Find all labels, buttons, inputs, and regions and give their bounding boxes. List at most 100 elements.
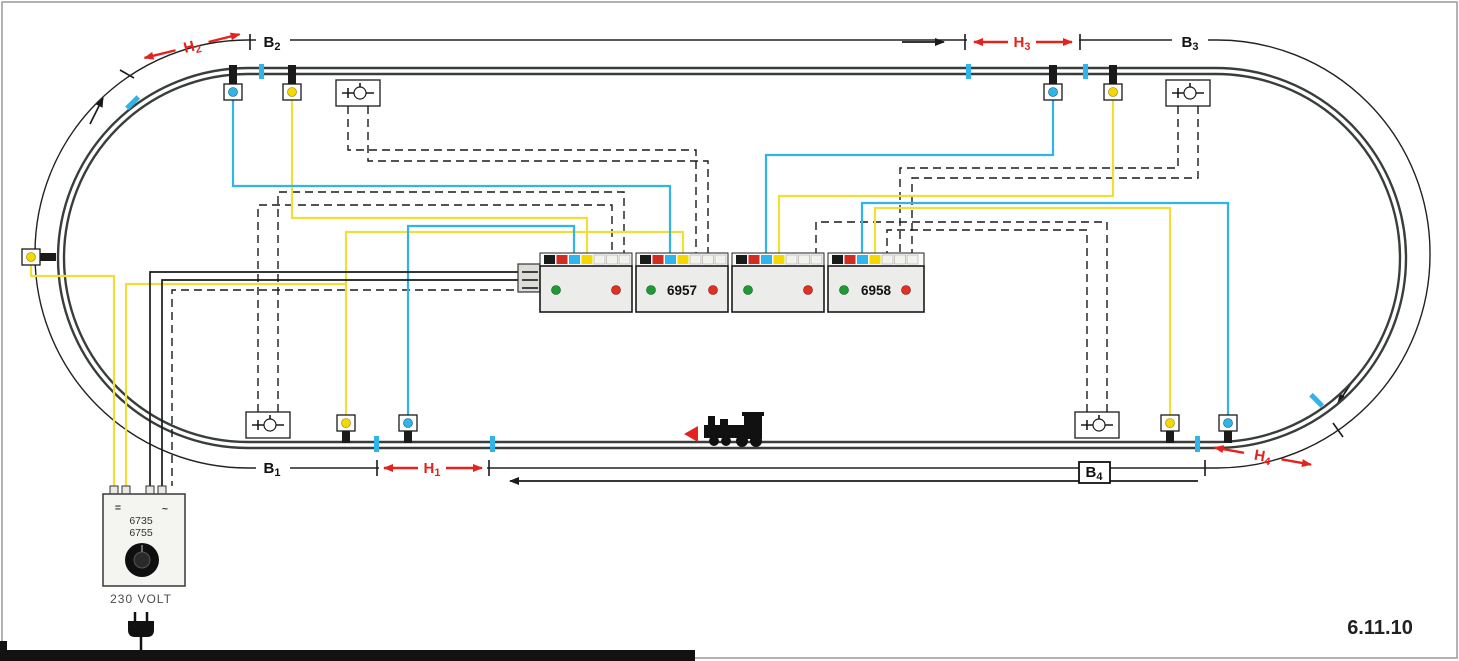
yellow-wire xyxy=(124,282,346,486)
contact-yellow-top-left xyxy=(282,65,302,101)
red-indicator xyxy=(803,285,813,295)
block-label-b2: B2 xyxy=(264,34,281,53)
stop-label-h3: H3 xyxy=(967,34,1079,53)
insulated-joints xyxy=(125,64,1325,452)
wires-dashed xyxy=(171,106,1199,486)
contact-blue-top-right xyxy=(1043,65,1063,101)
locomotive-icon xyxy=(684,412,764,447)
red-indicator xyxy=(611,285,621,295)
scan-edge-artifact xyxy=(0,650,695,661)
insulated-joint xyxy=(966,64,971,79)
direction-arrow-left-curve xyxy=(89,97,104,125)
stop-label-h2: H2 xyxy=(143,32,241,60)
dashed-cable xyxy=(886,229,1088,412)
dashed-cable xyxy=(257,204,613,412)
insulated-joint xyxy=(374,436,379,452)
section-tick xyxy=(119,69,135,79)
relay-box-bottom-right xyxy=(1074,411,1120,439)
contact-yellow-bottom-left xyxy=(336,414,356,443)
relay-box-bottom-left xyxy=(245,411,291,439)
signal-module-3 xyxy=(731,252,825,313)
black-feed-wire xyxy=(161,279,518,486)
relay-boxes xyxy=(245,79,1211,439)
section-tick xyxy=(1332,422,1344,438)
red-indicator xyxy=(708,285,718,295)
block-label-b1: B1 xyxy=(264,460,281,479)
contact-yellow-top-right xyxy=(1103,65,1123,101)
insulated-joint xyxy=(1083,64,1088,79)
scan-edge-corner xyxy=(0,641,7,661)
dashed-cable xyxy=(899,106,1179,253)
dashed-cable xyxy=(347,106,697,253)
block-label-b4: B4 xyxy=(1086,464,1104,483)
transformer-model-1: 6735 xyxy=(129,515,153,527)
relay-box-top-left xyxy=(335,79,381,107)
svg-text:H4: H4 xyxy=(1252,447,1273,469)
insulated-joint xyxy=(490,436,495,452)
transformer-terminal xyxy=(145,485,155,495)
svg-text:H2: H2 xyxy=(182,36,203,59)
transformer-terminal xyxy=(121,485,131,495)
block-label-b4-box xyxy=(1078,461,1111,484)
dashed-cable xyxy=(367,106,709,253)
stop-label-h4: H4 xyxy=(1213,445,1312,469)
green-indicator xyxy=(551,285,561,295)
yellow-wire xyxy=(29,265,116,486)
green-indicator xyxy=(839,285,849,295)
block-label-b3: B3 xyxy=(1182,34,1199,53)
transformer: = ~ 6735 6755 230 VOLT xyxy=(102,485,186,606)
terminal-strip xyxy=(640,254,727,265)
contact-yellow-left-curve xyxy=(21,248,56,266)
terminal-strip xyxy=(832,254,919,265)
yellow-wire xyxy=(873,206,1172,415)
contact-blue-top-left xyxy=(223,65,243,101)
figure-number: 6.11.10 xyxy=(1347,617,1413,639)
wires-black xyxy=(149,271,518,486)
dashed-cable xyxy=(911,106,1199,253)
yellow-wire xyxy=(290,100,589,253)
insulated-joint xyxy=(259,64,264,79)
yellow-wire xyxy=(777,100,1115,253)
module-number-6958: 6958 xyxy=(861,283,892,298)
ac-symbol: ~ xyxy=(162,503,168,515)
track-oval xyxy=(56,66,1408,450)
contact-blue-bottom-left xyxy=(398,414,418,443)
insulated-joint xyxy=(1195,436,1200,452)
relay-box-top-right xyxy=(1165,79,1211,107)
svg-text:H3: H3 xyxy=(1014,34,1031,53)
green-indicator xyxy=(743,285,753,295)
blue-wire xyxy=(231,100,672,253)
blue-wire xyxy=(406,224,576,415)
svg-text:H1: H1 xyxy=(424,460,441,479)
train-direction-arrow xyxy=(684,426,698,442)
yellow-wire xyxy=(344,230,685,415)
signal-module-6958: 6958 xyxy=(827,252,925,313)
power-plug-icon xyxy=(128,612,154,650)
signal-module-6957: 6957 xyxy=(635,252,729,313)
stop-label-h1: H1 xyxy=(379,460,487,479)
module-number-6957: 6957 xyxy=(667,283,697,298)
mains-voltage-label: 230 VOLT xyxy=(110,592,172,606)
dashed-cable xyxy=(277,191,625,412)
contact-yellow-bottom-right xyxy=(1160,414,1180,443)
insulated-joint xyxy=(125,95,141,111)
signal-modules: 6957 6958 xyxy=(517,252,925,313)
red-indicator xyxy=(901,285,911,295)
insulated-joint xyxy=(1309,392,1325,408)
wires-blue xyxy=(231,100,1230,415)
dashed-cable xyxy=(171,289,540,486)
blue-wire xyxy=(860,201,1230,415)
block-labels: B2 B3 B1 B4 xyxy=(256,34,1208,484)
stop-labels: H1 H2 H3 H4 xyxy=(143,32,1312,479)
transformer-terminal xyxy=(157,485,167,495)
contact-blue-bottom-right xyxy=(1218,414,1238,443)
track-contacts xyxy=(21,65,1238,443)
terminal-strip xyxy=(736,254,823,265)
feed-connector xyxy=(517,263,541,293)
blue-wire xyxy=(764,100,1055,253)
transformer-terminal xyxy=(109,485,119,495)
signal-module-1 xyxy=(539,252,633,313)
